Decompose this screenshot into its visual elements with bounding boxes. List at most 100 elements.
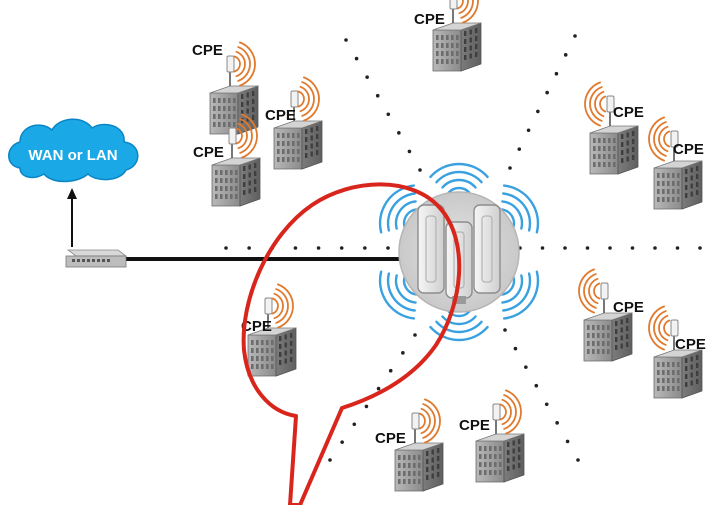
- building-with-antenna-icon: [578, 268, 633, 362]
- cpe-signal-wave: [237, 122, 248, 150]
- cpe-signal-wave: [583, 273, 597, 309]
- sector-dot: [388, 368, 393, 373]
- cpe-signal-wave: [301, 81, 315, 117]
- building-with-antenna-icon: [648, 305, 703, 399]
- sector-dot: [397, 131, 401, 135]
- signal-wave-arc: [402, 208, 418, 228]
- sector-dot: [401, 351, 405, 355]
- cpe-signal-wave: [276, 283, 294, 329]
- sector-dot: [418, 168, 422, 172]
- cpe-signal-wave: [648, 305, 666, 351]
- signal-wave-arc: [394, 200, 417, 230]
- cpe-label: CPE: [673, 141, 704, 158]
- sector-dot: [354, 56, 359, 61]
- sector-dot: [407, 149, 412, 154]
- sector-dot: [540, 246, 545, 250]
- cpe-signal-wave: [460, 0, 474, 19]
- cpe-site: CPE: [459, 389, 525, 483]
- signal-wave-arc: [447, 186, 471, 194]
- cpe-signal-wave: [663, 130, 671, 148]
- cpe-signal-wave: [423, 398, 441, 444]
- cpe-signal-wave: [239, 118, 253, 154]
- cpe-site: CPE: [648, 305, 706, 399]
- building-with-antenna-icon: [475, 389, 525, 483]
- cpe-signal-wave: [589, 86, 603, 122]
- signal-wave-arc: [386, 192, 416, 232]
- cpe-site: CPE: [375, 398, 444, 492]
- cpe-signal-wave: [456, 0, 464, 10]
- sector-dot: [413, 333, 417, 337]
- sector-dot: [376, 386, 381, 391]
- sector-dot: [247, 246, 251, 250]
- sector-dot: [524, 365, 528, 369]
- sector-dot: [675, 246, 680, 250]
- cpe-signal-wave: [499, 403, 507, 421]
- sector-dot: [534, 383, 539, 388]
- cpe-signal-wave: [238, 41, 256, 87]
- signal-wave-arc: [386, 272, 416, 312]
- sector-dot: [364, 404, 369, 409]
- signal-wave-arc: [501, 200, 524, 230]
- cpe-signal-wave: [599, 95, 607, 113]
- sector-dot: [293, 246, 298, 250]
- cpe-signal-wave: [504, 389, 522, 435]
- cpe-signal-wave: [658, 314, 669, 342]
- cpe-signal-wave: [501, 398, 512, 426]
- sector-dot: [563, 53, 568, 57]
- sector-dot: [365, 75, 369, 79]
- sector-dot: [526, 128, 531, 133]
- sector-dot: [328, 458, 332, 462]
- sector-dot: [508, 166, 512, 170]
- signal-wave-arc: [500, 276, 516, 296]
- building-with-antenna-icon: [247, 283, 297, 377]
- cpe-signal-wave: [648, 116, 666, 162]
- cpe-signal-wave: [594, 90, 605, 118]
- sector-dot: [653, 246, 657, 250]
- cpe-signal-wave: [302, 76, 320, 122]
- cpe-signal-wave: [275, 288, 289, 324]
- base-station-signal-waves: [378, 162, 540, 342]
- sector-dot: [536, 109, 540, 114]
- cpe-label: CPE: [193, 144, 224, 161]
- signal-wave-arc: [502, 192, 532, 232]
- building-with-antenna-icon: [394, 398, 444, 492]
- cpe-label: CPE: [192, 42, 223, 59]
- sector-dot: [316, 246, 321, 250]
- cpe-signal-wave: [233, 55, 241, 73]
- sector-dot: [555, 421, 559, 425]
- signal-wave-arc: [502, 270, 540, 320]
- signal-wave-arc: [435, 170, 483, 184]
- cpe-site: CPE: [648, 116, 704, 210]
- building-with-antenna-icon: [648, 116, 703, 210]
- cpe-signal-wave: [299, 85, 310, 113]
- signal-wave-arc: [394, 274, 417, 304]
- signal-wave-arc: [441, 178, 477, 189]
- sector-dot: [608, 246, 612, 250]
- cpe-signal-wave: [422, 403, 436, 439]
- cpe-signal-wave: [578, 268, 596, 314]
- cpe-site: CPE: [241, 283, 297, 377]
- sector-dot: [576, 458, 580, 462]
- cpe-site: CPE: [192, 41, 259, 135]
- cpe-signal-wave: [297, 90, 305, 108]
- signal-wave-arc: [435, 320, 483, 334]
- sector-dot: [554, 71, 559, 76]
- sector-dot: [386, 246, 390, 250]
- cpe-label: CPE: [613, 299, 644, 316]
- building-with-antenna-icon: [432, 0, 482, 72]
- cpe-signal-wave: [461, 0, 479, 24]
- callout-highlight: [241, 182, 462, 505]
- cpe-label: CPE: [613, 104, 644, 121]
- cpe-signal-wave: [273, 292, 284, 320]
- cpe-label: CPE: [375, 430, 406, 447]
- signal-wave-arc: [501, 274, 524, 304]
- sector-dot: [630, 246, 635, 250]
- signal-wave-arc: [441, 315, 477, 326]
- cpe-label: CPE: [265, 107, 296, 124]
- cloud-icon: [8, 118, 139, 183]
- sector-dot: [363, 246, 367, 250]
- cpe-signal-wave: [235, 50, 246, 78]
- cpe-site: CPE: [193, 113, 261, 207]
